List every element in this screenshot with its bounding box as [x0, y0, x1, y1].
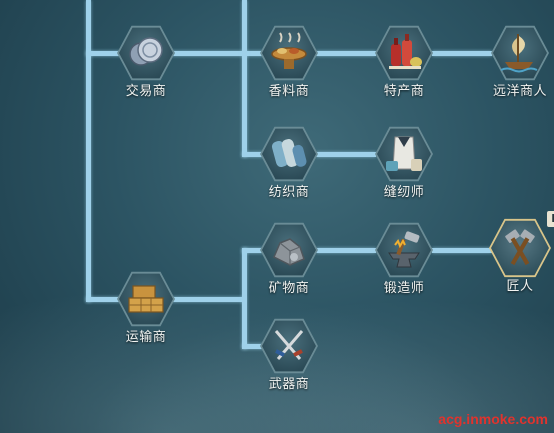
cargo-crates-icon	[128, 285, 164, 313]
level-badge: E	[547, 211, 554, 227]
connector-line	[316, 248, 376, 253]
node-label: 交易商	[125, 84, 167, 99]
skill-node-tailor[interactable]: 缝纫师	[369, 125, 439, 200]
connector-line	[86, 51, 126, 56]
connector-line	[242, 248, 247, 349]
anvil-hammer-icon	[388, 231, 420, 268]
connector-line	[168, 297, 245, 302]
connector-line	[316, 152, 376, 157]
garment-icon	[386, 136, 422, 171]
skill-node-textile-merchant[interactable]: 纺织商	[254, 125, 324, 200]
watermark: acg.inmoke.com	[438, 411, 548, 427]
skill-node-transporter[interactable]: 运输商	[111, 270, 181, 345]
connector-line	[316, 51, 376, 56]
connector-line	[86, 0, 91, 302]
skill-node-mineral-merchant[interactable]: 矿物商	[254, 221, 324, 296]
connector-line	[242, 152, 268, 157]
node-label: 纺织商	[268, 185, 310, 200]
node-label: 匠人	[506, 279, 534, 294]
crossed-swords-icon	[274, 330, 304, 360]
node-label: 缝纫师	[383, 185, 425, 200]
ore-rocks-icon	[273, 238, 305, 266]
connector-line	[86, 297, 126, 302]
skill-node-spice-merchant[interactable]: 香料商	[254, 24, 324, 99]
bottles-icon	[389, 34, 422, 69]
node-label: 香料商	[268, 84, 310, 99]
connector-line	[432, 248, 492, 253]
connector-line	[242, 248, 268, 253]
silver-coins-icon	[129, 37, 163, 66]
connector-line	[242, 0, 247, 157]
node-label: 特产商	[383, 84, 425, 99]
skill-node-ocean-merchant[interactable]: 远洋商人	[485, 24, 554, 99]
skill-node-craftsman[interactable]: 匠人 E	[485, 211, 554, 294]
skill-node-trader[interactable]: 交易商	[111, 24, 181, 99]
node-label: 运输商	[125, 330, 167, 345]
cloth-rolls-icon	[271, 139, 307, 167]
spice-tray-icon	[271, 32, 307, 69]
connector-line	[168, 51, 268, 56]
node-label: 武器商	[268, 377, 310, 392]
skill-node-specialty-merchant[interactable]: 特产商	[369, 24, 439, 99]
node-label: 锻造师	[383, 281, 425, 296]
sailing-ship-icon	[500, 34, 538, 73]
connector-line	[242, 344, 268, 349]
skill-node-weapon-merchant[interactable]: 武器商	[254, 317, 324, 392]
node-label: 矿物商	[268, 281, 310, 296]
skill-node-blacksmith[interactable]: 锻造师	[369, 221, 439, 296]
connector-line	[432, 51, 492, 56]
node-label: 远洋商人	[492, 84, 547, 99]
crossed-hammers-icon	[505, 229, 535, 266]
